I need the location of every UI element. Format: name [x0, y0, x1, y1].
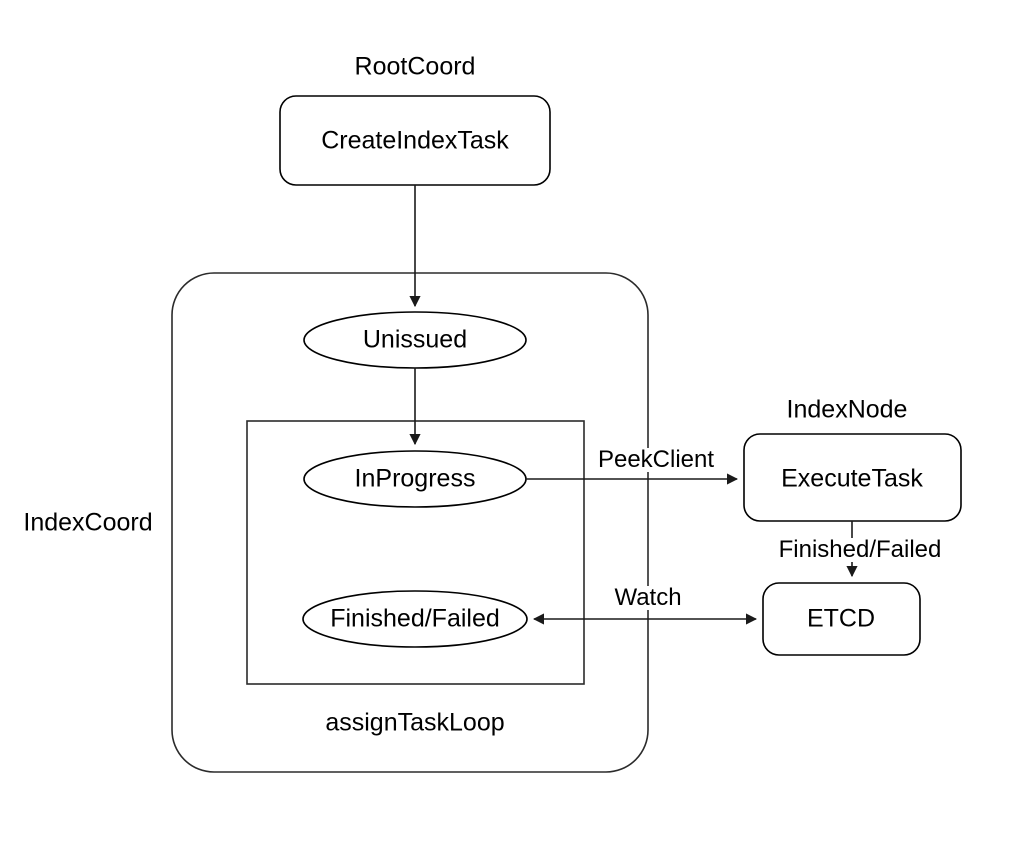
index-coord-container [171, 272, 649, 773]
unissued-state-ellipse[interactable] [303, 311, 527, 369]
execute-task-box[interactable] [743, 433, 962, 522]
etcd-box[interactable] [762, 582, 921, 656]
in-progress-state-ellipse[interactable] [303, 450, 527, 508]
assign-task-loop-container [246, 420, 585, 685]
finished-failed-state-ellipse[interactable] [302, 590, 528, 648]
create-index-task-box[interactable] [279, 95, 551, 186]
